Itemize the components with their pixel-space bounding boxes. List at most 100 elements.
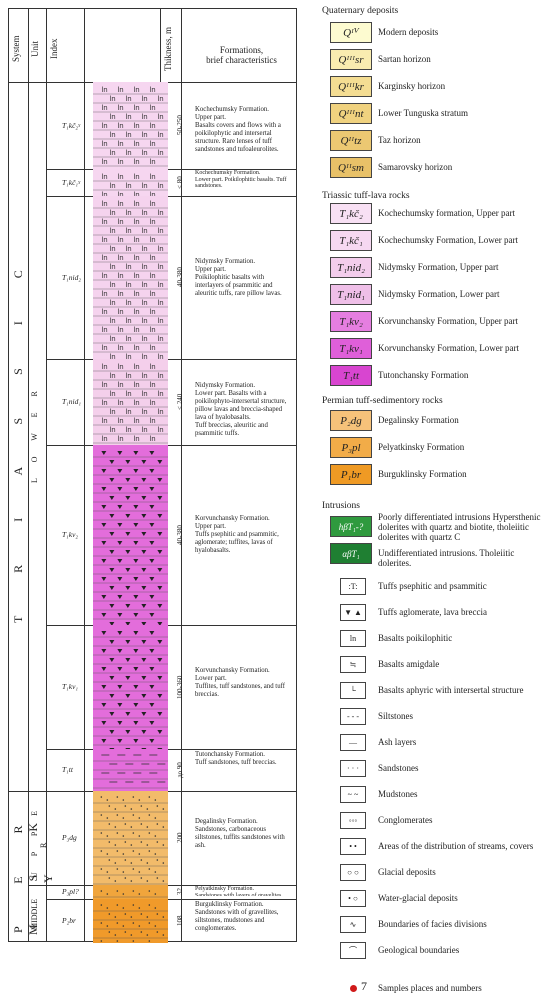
svg-text:ln: ln xyxy=(133,140,139,148)
svg-text:ln: ln xyxy=(149,200,155,208)
symbol-label: Siltstones xyxy=(378,711,414,721)
svg-text:ln: ln xyxy=(149,236,155,244)
svg-text:ln: ln xyxy=(149,254,155,262)
legend-intrusions-title: Intrusions xyxy=(322,501,360,511)
layer-index: T₁nid₁ xyxy=(62,397,81,406)
system-triassic: T R I A S S I C xyxy=(11,250,25,623)
svg-text:ln: ln xyxy=(117,399,123,407)
svg-text:ln: ln xyxy=(125,372,131,380)
svg-text:ln: ln xyxy=(117,200,123,208)
triassic-label: Kochechumsky Formation, Lower part xyxy=(378,235,518,245)
svg-text:ln: ln xyxy=(133,218,139,226)
svg-text:ln: ln xyxy=(141,372,147,380)
svg-text:ln: ln xyxy=(133,104,139,112)
quaternary-swatch: Qᴵᴵsm xyxy=(330,157,372,178)
svg-text:ln: ln xyxy=(109,299,115,307)
svg-text:ln: ln xyxy=(101,399,107,407)
svg-text:ln: ln xyxy=(117,140,123,148)
triassic-label: Korvunchansky Formation, Upper part xyxy=(378,316,518,326)
svg-text:ln: ln xyxy=(101,140,107,148)
svg-text:ln: ln xyxy=(117,272,123,280)
symbol-label: Mudstones xyxy=(378,789,418,799)
svg-text:ln: ln xyxy=(149,158,155,166)
svg-text:ln: ln xyxy=(125,353,131,359)
permian-label: Pelyatkinsky Formation xyxy=(378,442,465,452)
quaternary-label: Modern deposits xyxy=(378,27,439,37)
symbol-swatch: • ○ xyxy=(340,890,366,907)
layer-index: T₁nid₂ xyxy=(62,272,81,282)
layer-description: Nidymsky Formation. Lower part. Basalts … xyxy=(195,382,287,437)
svg-text:ln: ln xyxy=(125,245,131,253)
symbol-swatch: — xyxy=(340,734,366,751)
triassic-label: Kochechumsky formation, Upper part xyxy=(378,208,515,218)
svg-text:ln: ln xyxy=(133,399,139,407)
quaternary-label: Karginsky horizon xyxy=(378,81,446,91)
legend-permian-title: Permian tuff-sedimentory rocks xyxy=(322,396,443,406)
layer-index: P₃pl? xyxy=(62,887,79,896)
svg-text:ln: ln xyxy=(133,200,139,208)
svg-text:ln: ln xyxy=(133,158,139,166)
svg-text:ln: ln xyxy=(157,390,163,398)
svg-text:ln: ln xyxy=(141,263,147,271)
symbol-label: Boundaries of facies divisions xyxy=(378,919,487,929)
symbol-label: Basalts aphyric with intersertal structu… xyxy=(378,685,524,695)
svg-text:ln: ln xyxy=(109,209,115,217)
svg-text:ln: ln xyxy=(101,363,107,371)
symbol-label: Areas of the distribution of streams, co… xyxy=(378,841,534,851)
svg-text:ln: ln xyxy=(109,182,115,190)
svg-text:ln: ln xyxy=(125,335,131,343)
svg-text:ln: ln xyxy=(141,299,147,307)
svg-text:ln: ln xyxy=(125,317,131,325)
layer-index: T₁tt xyxy=(62,765,73,774)
svg-text:ln: ln xyxy=(141,281,147,289)
svg-text:ln: ln xyxy=(125,131,131,139)
symbol-swatch: ▼ ▲ xyxy=(340,604,366,621)
svg-text:ln: ln xyxy=(109,353,115,359)
svg-text:ln: ln xyxy=(101,435,107,443)
svg-text:ln: ln xyxy=(157,281,163,289)
symbol-swatch: ∿ xyxy=(340,916,366,933)
svg-text:ln: ln xyxy=(149,435,155,443)
layer-description: Korvunchansky Formation. Upper part. Tuf… xyxy=(195,515,279,554)
svg-text:ln: ln xyxy=(149,140,155,148)
svg-text:ln: ln xyxy=(125,149,131,157)
layer-thickness: 32 xyxy=(176,888,184,896)
svg-text:ln: ln xyxy=(157,426,163,434)
svg-text:ln: ln xyxy=(157,227,163,235)
svg-text:ln: ln xyxy=(101,344,107,352)
svg-text:ln: ln xyxy=(101,417,107,425)
svg-text:ln: ln xyxy=(101,104,107,112)
quaternary-label: Sartan horizon xyxy=(378,54,431,64)
triassic-label: Tutonchansky Formation xyxy=(378,370,469,380)
svg-text:ln: ln xyxy=(125,281,131,289)
svg-text:ln: ln xyxy=(109,227,115,235)
svg-text:ln: ln xyxy=(149,86,155,94)
triassic-swatch: T₁kč₂ xyxy=(330,203,372,224)
svg-text:ln: ln xyxy=(141,426,147,434)
svg-text:ln: ln xyxy=(157,335,163,343)
svg-text:ln: ln xyxy=(141,149,147,157)
svg-text:ln: ln xyxy=(157,149,163,157)
svg-text:ln: ln xyxy=(157,95,163,103)
symbol-swatch: ◦◦◦ xyxy=(340,812,366,829)
svg-text:ln: ln xyxy=(125,263,131,271)
triassic-swatch: T₁kv₁ xyxy=(330,338,372,359)
svg-text:ln: ln xyxy=(117,435,123,443)
permian-label: Burguklinsky Formation xyxy=(378,469,467,479)
svg-text:ln: ln xyxy=(133,363,139,371)
svg-text:ln: ln xyxy=(109,335,115,343)
symbol-label: Tuffs aglomerate, lava breccia xyxy=(378,607,487,617)
layer-thickness: 100-360 xyxy=(176,675,184,699)
quaternary-swatch: Qᴵᴵᴵsr xyxy=(330,49,372,70)
symbol-swatch: ⌒ xyxy=(340,942,366,959)
svg-text:ln: ln xyxy=(149,290,155,298)
svg-text:ln: ln xyxy=(133,308,139,316)
svg-text:ln: ln xyxy=(101,308,107,316)
svg-text:ln: ln xyxy=(133,236,139,244)
unit-lower: L O W E R xyxy=(30,384,39,484)
svg-text:ln: ln xyxy=(109,281,115,289)
samples-number: 7 xyxy=(361,979,367,993)
